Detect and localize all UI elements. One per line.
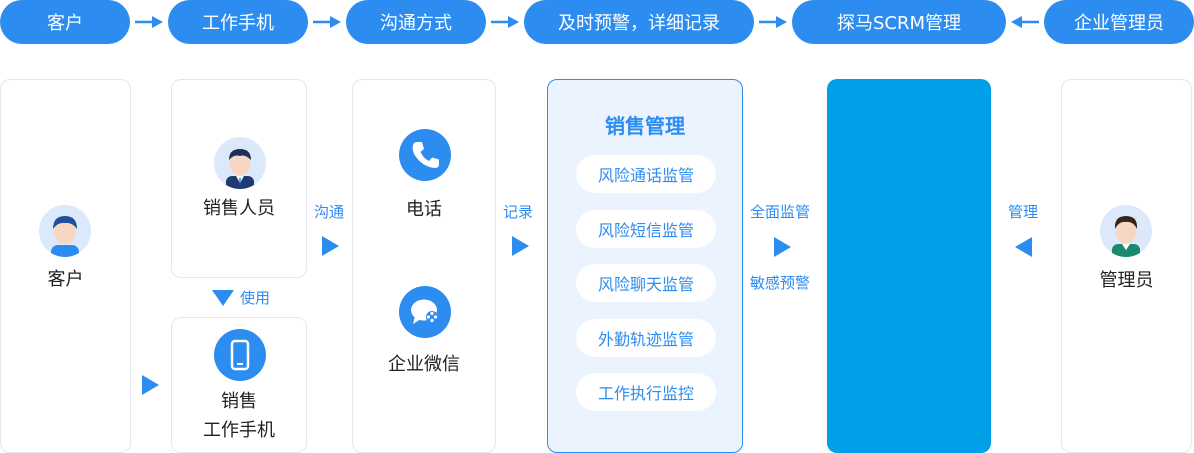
use-label: 使用 [240, 289, 271, 307]
sales-phone-card: 销售 工作手机 [171, 317, 307, 453]
mgmt-item-sms-supervision: 风险短信监管 [576, 210, 716, 248]
sales-management-title: 销售管理 [605, 114, 685, 138]
sales-phone-label-line2: 工作手机 [203, 420, 275, 441]
customer-label: 客户 [47, 269, 84, 290]
flow-step-communication: 沟通方式 [346, 0, 486, 44]
manage-label: 管理 [1008, 203, 1039, 221]
right-arrow-icon [322, 236, 339, 256]
sales-person-label: 销售人员 [203, 198, 275, 219]
right-arrow-icon [759, 16, 787, 28]
right-arrow-icon [774, 237, 791, 257]
sensitive-alert-label: 敏感预警 [750, 274, 811, 292]
flow-step-work-phone: 工作手机 [168, 0, 308, 44]
phone-channel-label: 电话 [406, 199, 442, 220]
left-arrow-icon [1015, 237, 1032, 257]
right-arrow-icon [142, 375, 159, 395]
flow-step-admin: 企业管理员 [1044, 0, 1194, 44]
flow-step-customer: 客户 [0, 0, 130, 44]
flow-step-scrm: 探马SCRM管理 [792, 0, 1006, 44]
down-arrow-icon [212, 290, 234, 306]
phone-call-icon [399, 129, 451, 181]
right-arrow-icon [313, 16, 341, 28]
sales-person-card: 销售人员 [171, 79, 307, 278]
scrm-panel [827, 79, 991, 453]
record-label: 记录 [503, 203, 534, 221]
channels-card: 电话 企业微信 [352, 79, 496, 453]
wecom-icon [399, 286, 451, 338]
admin-label: 管理员 [1099, 270, 1154, 291]
full-supervision-label: 全面监管 [750, 203, 811, 221]
wecom-channel-label: 企业微信 [388, 354, 460, 375]
mgmt-item-work-execution-monitor: 工作执行监控 [576, 373, 716, 411]
mgmt-item-call-supervision: 风险通话监管 [576, 155, 716, 193]
flow-step-alert-record: 及时预警，详细记录 [524, 0, 754, 44]
admin-card: 管理员 [1061, 79, 1192, 453]
sales-phone-label-line1: 销售 [221, 391, 257, 412]
communicate-label: 沟通 [314, 203, 345, 221]
sales-management-panel: 销售管理 风险通话监管 风险短信监管 风险聊天监管 外勤轨迹监管 工作执行监控 [547, 79, 743, 453]
right-arrow-icon [135, 16, 163, 28]
admin-avatar-icon [1100, 205, 1152, 257]
customer-card: 客户 [0, 79, 131, 453]
mgmt-item-field-track-supervision: 外勤轨迹监管 [576, 319, 716, 357]
right-arrow-icon [491, 16, 519, 28]
right-arrow-icon [512, 236, 529, 256]
mobile-phone-icon [214, 329, 266, 381]
left-arrow-icon [1011, 16, 1039, 28]
customer-avatar-icon [39, 205, 91, 257]
sales-avatar-icon [214, 137, 266, 189]
mgmt-item-chat-supervision: 风险聊天监管 [576, 264, 716, 302]
